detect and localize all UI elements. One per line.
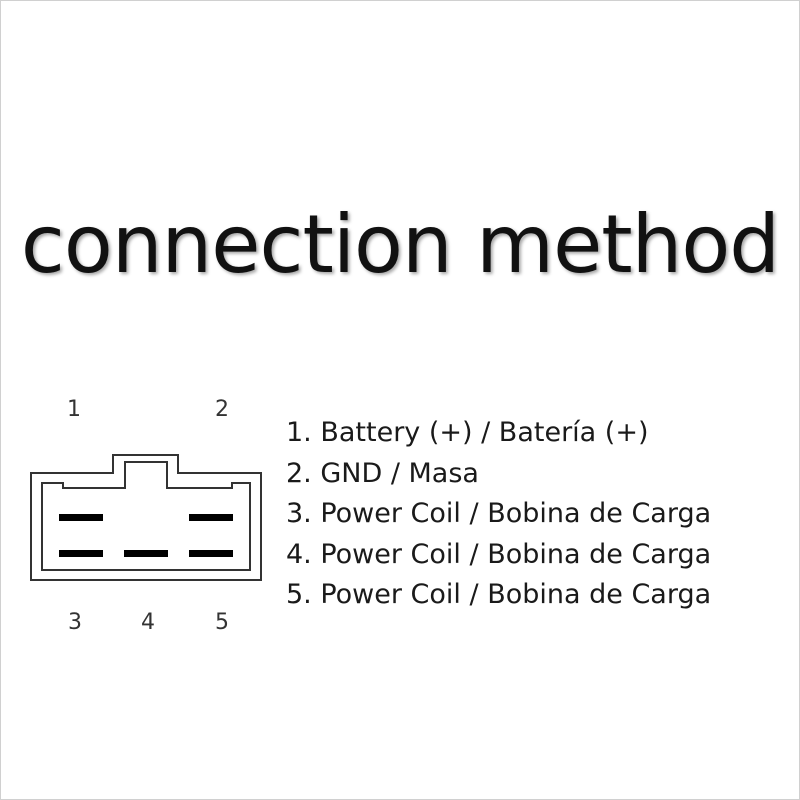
pin-label-2: 2	[215, 397, 229, 422]
pin-slot-4	[124, 550, 168, 557]
legend-item: 2. GND / Masa	[286, 457, 479, 489]
page-title: connection method	[20, 198, 780, 291]
pin-slot-3	[59, 550, 103, 557]
legend-item: 4. Power Coil / Bobina de Carga	[286, 538, 712, 570]
connector-diagram: 1 2 3 4 5	[30, 397, 262, 635]
pin-label-5: 5	[215, 610, 229, 635]
pin-label-3: 3	[68, 610, 82, 635]
pin-slot-5	[189, 550, 233, 557]
connector-housing-outer	[30, 454, 262, 581]
legend-item: 5. Power Coil / Bobina de Carga	[286, 579, 712, 610]
pin-label-1: 1	[67, 397, 81, 422]
pin-slot-2	[189, 514, 233, 521]
legend-item: 3. Power Coil / Bobina de Carga	[286, 498, 712, 529]
pin-label-4: 4	[141, 610, 155, 635]
pin-legend: 1. Battery (+) / Batería (+) 2. GND / Ma…	[286, 413, 711, 616]
legend-item: 1. Battery (+) / Batería (+)	[286, 417, 649, 448]
pin-slot-1	[59, 514, 103, 521]
connector-housing-inner	[41, 461, 251, 571]
